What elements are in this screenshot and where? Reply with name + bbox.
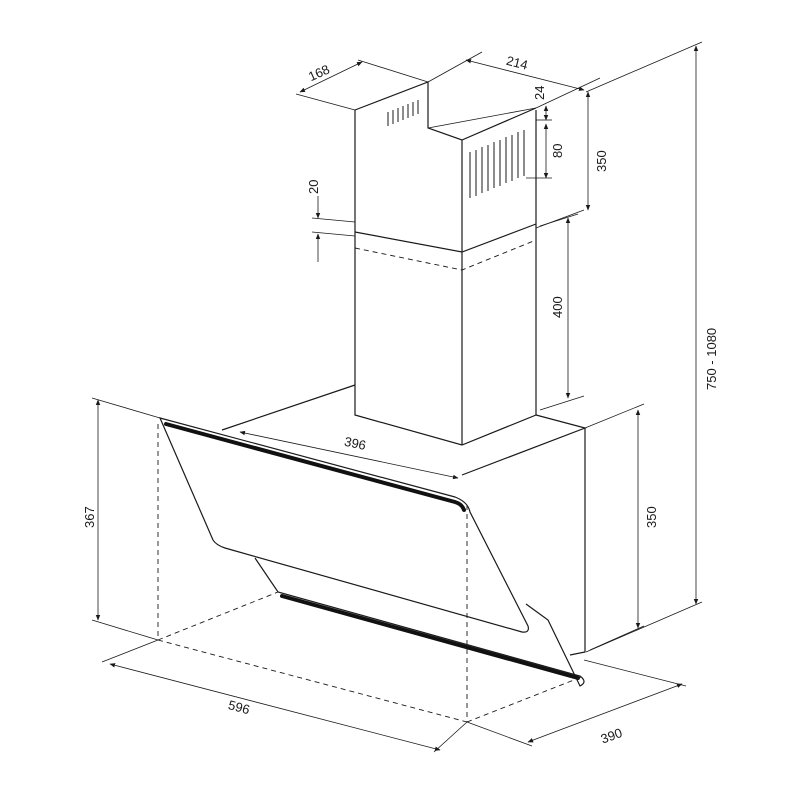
dim-lower-chimney: 400 — [539, 213, 585, 411]
vent-grille-front — [469, 130, 525, 198]
label-upper-chimney-height: 350 — [594, 150, 609, 172]
hood-body — [158, 384, 587, 687]
chimney-inner-edge — [427, 107, 537, 129]
label-chimney-width: 214 — [505, 53, 530, 73]
chimney — [354, 81, 537, 446]
label-chimney-depth: 168 — [306, 62, 332, 85]
label-hood-body-height: 350 — [644, 506, 659, 528]
footprint-dashed — [157, 424, 585, 723]
label-top-gap: 24 — [532, 86, 547, 100]
chimney-joint-dashed — [354, 239, 537, 271]
glass-panel — [158, 417, 529, 633]
label-vent-height: 80 — [550, 144, 565, 158]
chimney-joint-line — [354, 223, 537, 253]
vent-grille-left — [387, 100, 419, 126]
dim-hood-depth: 390 — [466, 659, 687, 747]
dim-hood-depth-top: 396 — [239, 430, 459, 480]
hood-side-panel — [569, 428, 586, 656]
dim-chimney-depth: 168 — [295, 59, 429, 111]
hood-top-plate — [221, 384, 587, 476]
chimney-top-rim — [354, 81, 537, 141]
dim-vent: 24 80 — [526, 86, 565, 179]
dim-overlap: 20 — [306, 180, 356, 262]
label-hood-depth-top: 396 — [343, 434, 367, 453]
dim-total-height: 750 - 1080 — [585, 41, 719, 653]
label-overlap: 20 — [306, 180, 321, 194]
dim-hood-width: 596 — [101, 639, 468, 753]
dim-upper-chimney: 350 — [535, 91, 609, 229]
label-hood-depth: 390 — [599, 725, 625, 747]
dim-hood-front-height: 367 — [82, 397, 161, 641]
label-hood-front-height: 367 — [82, 506, 97, 528]
dim-chimney-width: 214 — [427, 51, 601, 109]
dim-hood-body-height: 350 — [584, 403, 659, 651]
lower-glass-edge — [280, 594, 580, 680]
label-total-height: 750 - 1080 — [704, 328, 719, 390]
label-hood-width: 596 — [227, 697, 252, 717]
chimney-outline — [354, 110, 537, 446]
label-lower-chimney-height: 400 — [550, 296, 565, 318]
glass-top-edge — [164, 422, 466, 512]
